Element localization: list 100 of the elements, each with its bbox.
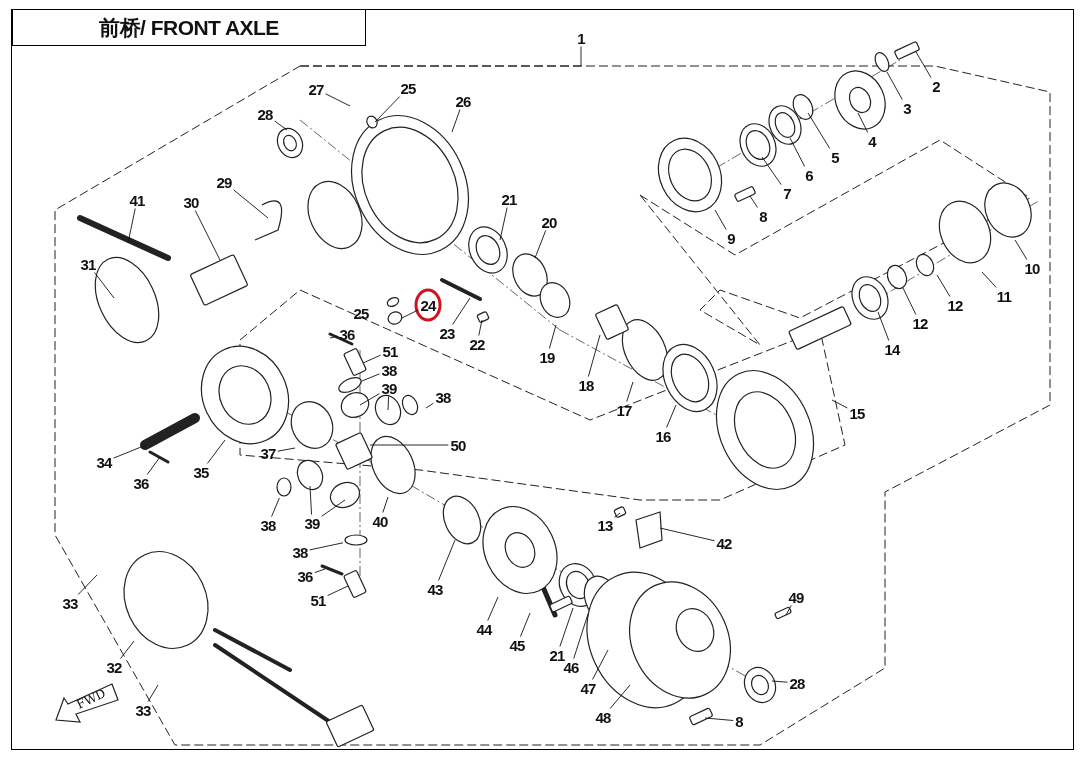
- callout-number: 34: [95, 454, 113, 470]
- leader-line: [361, 373, 380, 382]
- leader-line: [626, 381, 634, 402]
- callout-number: 13: [596, 517, 614, 533]
- callout-number: 36: [338, 326, 356, 342]
- leader-line: [789, 137, 806, 167]
- callout-number: 38: [434, 389, 452, 405]
- leader-line: [325, 93, 351, 107]
- leader-line: [362, 354, 381, 364]
- callout-number: 12: [946, 297, 964, 313]
- callout-number: 28: [788, 675, 806, 691]
- leader-line: [452, 297, 471, 325]
- callout-number: 40: [371, 513, 389, 529]
- callout-number: 29: [215, 174, 233, 190]
- callout-number: 49: [787, 589, 805, 605]
- leader-line: [587, 334, 601, 377]
- title-text: 前桥/ FRONT AXLE: [99, 14, 279, 41]
- callout-number: 38: [380, 362, 398, 378]
- callout-number: 42: [715, 535, 733, 551]
- callout-number: 30: [182, 194, 200, 210]
- leader-line: [113, 444, 147, 459]
- callout-number: 5: [830, 149, 840, 165]
- callout-number: 35: [192, 464, 210, 480]
- leader-line: [277, 447, 296, 452]
- callout-number: 2: [931, 78, 941, 94]
- leader-line: [592, 649, 609, 680]
- leader-line: [369, 444, 449, 446]
- callout-number: 8: [758, 208, 768, 224]
- leader-line: [233, 189, 269, 219]
- callout-number: 1: [576, 30, 586, 46]
- leader-line: [451, 109, 461, 133]
- callout-number: 33: [61, 595, 79, 611]
- leader-line: [614, 512, 621, 518]
- callout-number: 6: [804, 167, 814, 183]
- callout-number: 51: [381, 343, 399, 359]
- leader-line: [94, 272, 115, 299]
- washer-drawing: [276, 477, 292, 497]
- callout-number: 21: [500, 191, 518, 207]
- leader-line: [401, 309, 419, 319]
- leader-line: [659, 527, 715, 542]
- callout-number: 4: [867, 133, 877, 149]
- leader-line: [438, 539, 456, 581]
- callout-number: 31: [79, 256, 97, 272]
- leader-line: [499, 207, 508, 241]
- leader-line: [1014, 239, 1028, 260]
- callout-number: 41: [128, 192, 146, 208]
- callout-number: 23: [438, 325, 456, 341]
- callout-number: 7: [782, 185, 792, 201]
- leader-line: [534, 230, 547, 259]
- leader-line: [807, 112, 831, 149]
- title-box: [12, 9, 366, 46]
- callout-number: 19: [538, 349, 556, 365]
- leader-line: [761, 156, 782, 186]
- leader-line: [487, 596, 499, 621]
- leader-line: [771, 680, 788, 683]
- callout-number: 38: [291, 544, 309, 560]
- callout-number: 39: [303, 515, 321, 531]
- leader-line: [785, 605, 792, 616]
- leader-line: [981, 271, 997, 288]
- callout-number: 48: [594, 709, 612, 725]
- callout-number: 43: [426, 581, 444, 597]
- leader-line: [329, 335, 338, 339]
- callout-number: 45: [508, 637, 526, 653]
- callout-number: 12: [911, 315, 929, 331]
- direction-label: FWD: [73, 685, 109, 714]
- leader-line: [327, 585, 349, 596]
- leader-line: [580, 46, 582, 67]
- callout-number: 14: [883, 341, 901, 357]
- callout-number: 25: [399, 80, 417, 96]
- callout-number: 32: [105, 659, 123, 675]
- callout-number: 37: [259, 445, 277, 461]
- leader-line: [936, 274, 951, 297]
- callout-number: 51: [309, 592, 327, 608]
- callout-number: 27: [307, 81, 325, 97]
- callout-number: 9: [726, 230, 736, 246]
- leader-line: [902, 287, 917, 315]
- callout-number: 18: [577, 377, 595, 393]
- leader-line: [271, 497, 280, 517]
- callout-number: 3: [902, 100, 912, 116]
- leader-line: [520, 612, 531, 637]
- leader-line: [573, 613, 589, 659]
- callout-number: 47: [579, 680, 597, 696]
- callout-number: 11: [995, 288, 1013, 304]
- callout-number: 16: [654, 428, 672, 444]
- callout-number: 26: [454, 93, 472, 109]
- leader-line: [120, 640, 135, 659]
- leader-line: [857, 112, 869, 133]
- leader-line: [915, 51, 932, 78]
- leader-line: [609, 684, 631, 709]
- callout-number: 15: [848, 405, 866, 421]
- leader-line: [478, 319, 483, 336]
- leader-line: [374, 96, 401, 123]
- leader-line: [127, 208, 136, 244]
- leader-line: [749, 195, 758, 208]
- callout-number: 28: [256, 106, 274, 122]
- leader-line: [666, 404, 677, 428]
- callout-number: 10: [1023, 260, 1041, 276]
- callout-number: 36: [132, 475, 150, 491]
- callout-number: 22: [468, 336, 486, 352]
- callout-number: 39: [380, 380, 398, 396]
